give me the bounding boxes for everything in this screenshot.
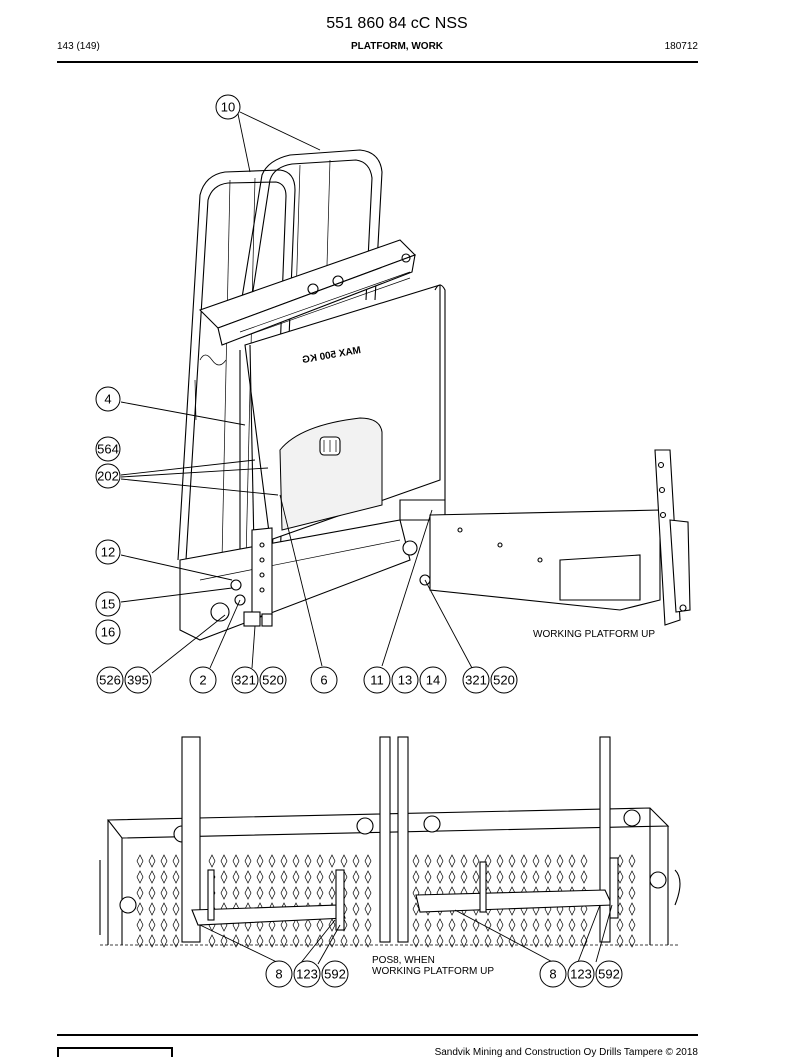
callout-123-left: 123	[293, 960, 321, 988]
footer-rule	[57, 1034, 698, 1036]
svg-text:8: 8	[275, 967, 282, 982]
callout-16: 16	[95, 619, 121, 645]
callout-520-right: 520	[490, 666, 518, 694]
callout-321-right: 321	[462, 666, 490, 694]
svg-text:2: 2	[199, 673, 206, 688]
callout-2: 2	[189, 666, 217, 694]
callout-4: 4	[95, 386, 121, 412]
svg-text:321: 321	[234, 673, 256, 688]
svg-text:15: 15	[101, 597, 115, 612]
svg-text:123: 123	[570, 967, 592, 982]
callout-395: 395	[124, 666, 152, 694]
date-code: 180712	[664, 41, 698, 52]
svg-text:14: 14	[426, 673, 440, 688]
callout-6: 6	[310, 666, 338, 694]
note-pos8-line2: WORKING PLATFORM UP	[372, 966, 494, 977]
header-rule	[57, 61, 698, 63]
upper-leaders	[120, 111, 473, 674]
document-number: 551 860 84 cC NSS	[326, 15, 468, 32]
callout-592-left: 592	[321, 960, 349, 988]
callout-13: 13	[391, 666, 419, 694]
svg-text:16: 16	[101, 625, 115, 640]
svg-text:123: 123	[296, 967, 318, 982]
svg-text:4: 4	[104, 392, 111, 407]
callout-11: 11	[363, 666, 391, 694]
svg-text:564: 564	[97, 442, 119, 457]
callout-321-left: 321	[231, 666, 259, 694]
svg-text:8: 8	[549, 967, 556, 982]
svg-text:592: 592	[598, 967, 620, 982]
callout-12: 12	[95, 539, 121, 565]
svg-text:202: 202	[97, 469, 119, 484]
page-number: 143 (149)	[57, 41, 100, 52]
callout-10: 10	[215, 94, 241, 120]
svg-text:321: 321	[465, 673, 487, 688]
svg-text:6: 6	[320, 673, 327, 688]
svg-text:12: 12	[101, 545, 115, 560]
svg-text:520: 520	[262, 673, 284, 688]
callout-123-right: 123	[567, 960, 595, 988]
note-working-platform-up: WORKING PLATFORM UP	[533, 629, 655, 640]
svg-text:11: 11	[370, 673, 384, 688]
callout-564: 564	[95, 436, 121, 462]
platform-step-illustration	[99, 736, 681, 948]
callout-14: 14	[419, 666, 447, 694]
svg-text:395: 395	[127, 673, 149, 688]
callout-592-right: 592	[595, 960, 623, 988]
platform-illustration: MAX 500 KG	[177, 149, 691, 641]
note-pos8-line1: POS8, WHEN	[372, 955, 435, 966]
callout-526: 526	[96, 666, 124, 694]
lower-leaders	[199, 904, 613, 967]
section-title: PLATFORM, WORK	[350, 41, 444, 52]
callout-520-left: 520	[259, 666, 287, 694]
callout-202: 202	[95, 463, 121, 489]
callout-8-left: 8	[265, 960, 293, 988]
svg-text:520: 520	[493, 673, 515, 688]
svg-text:526: 526	[99, 673, 121, 688]
svg-text:592: 592	[324, 967, 346, 982]
brand-logo	[57, 1047, 173, 1057]
callout-15: 15	[95, 591, 121, 617]
svg-text:13: 13	[398, 673, 412, 688]
callout-8-right: 8	[539, 960, 567, 988]
svg-text:10: 10	[221, 100, 235, 115]
